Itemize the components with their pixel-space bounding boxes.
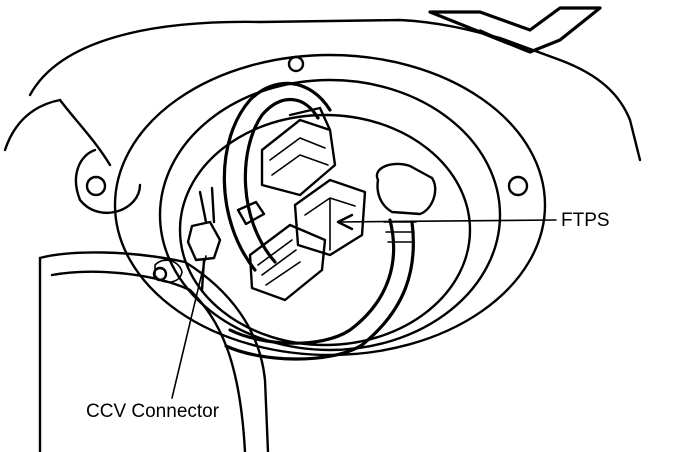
- left-bracket: [74, 148, 142, 214]
- hose-loop-upper: [222, 81, 332, 272]
- lower-left-tab: [154, 259, 183, 283]
- ccv-connector: [186, 220, 222, 262]
- ftps-connector-ribs: [257, 239, 301, 286]
- hose-fitting: [375, 162, 437, 216]
- ftps-leader-line: [337, 219, 557, 223]
- lower-left-housing-inner: [50, 270, 247, 452]
- lower-left-housing: [38, 251, 270, 452]
- ftps-sensor: [293, 178, 367, 257]
- tank-outline: [28, 18, 642, 162]
- hose-right: [228, 218, 396, 345]
- ftps-connector: [248, 223, 327, 302]
- bolt-hole: [85, 175, 107, 197]
- ccv-connector-label: CCV Connector: [86, 401, 220, 422]
- ccv-leader-line: [171, 255, 207, 399]
- left-bracket: [58, 98, 112, 167]
- center-bolt: [236, 200, 266, 226]
- upper-connector: [260, 118, 337, 197]
- upper-connector-latch: [288, 106, 332, 132]
- bolt-hole: [287, 55, 305, 73]
- ftps-label: FTPS: [561, 210, 610, 231]
- ftps-leader-arrow: [336, 213, 354, 231]
- tank-outline-lower: [3, 98, 62, 152]
- flange-inner-ring: [158, 78, 502, 352]
- tank-wedge-edge: [479, 7, 601, 53]
- hose-right-inner: [224, 220, 415, 361]
- upper-connector-detail: [269, 137, 329, 176]
- hose-loop-upper-inner: [243, 97, 320, 264]
- module-top-plate: [178, 113, 472, 347]
- ftps-sensor-detail: [304, 197, 356, 251]
- bolt-hole: [507, 175, 529, 197]
